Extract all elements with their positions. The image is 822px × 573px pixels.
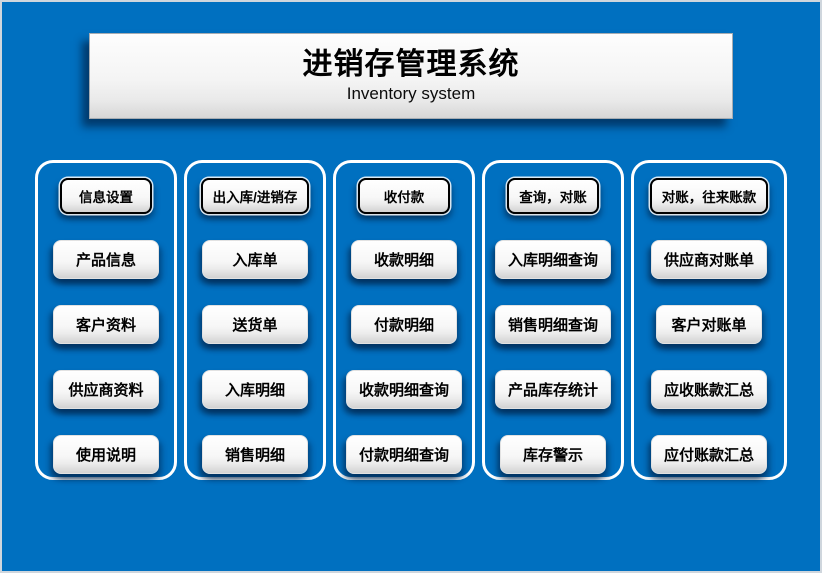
button-customer-statement[interactable]: 客户对账单 bbox=[656, 305, 762, 344]
app-title: 进销存管理系统 bbox=[302, 48, 520, 82]
button-receipt-detail-query[interactable]: 收款明细查询 bbox=[345, 370, 462, 409]
column-info-settings: 信息设置 产品信息 客户资料 供应商资料 使用说明 bbox=[35, 160, 177, 480]
column-warehouse-inout: 出入库/进销存 入库单 送货单 入库明细 销售明细 bbox=[184, 160, 326, 480]
button-supplier-statement[interactable]: 供应商对账单 bbox=[650, 240, 767, 279]
column-reconcile-accounts: 对账，往来账款 供应商对账单 客户对账单 应收账款汇总 应付账款汇总 bbox=[631, 160, 787, 480]
button-inbound-detail-query[interactable]: 入库明细查询 bbox=[494, 240, 611, 279]
button-payment-detail-query[interactable]: 付款明细查询 bbox=[345, 435, 462, 474]
button-supplier-data[interactable]: 供应商资料 bbox=[53, 370, 159, 409]
button-receipt-detail[interactable]: 收款明细 bbox=[351, 240, 457, 279]
column-header-query-reconcile[interactable]: 查询，对账 bbox=[507, 178, 599, 214]
title-banner: 进销存管理系统 Inventory system bbox=[89, 33, 733, 119]
button-product-stock-stats[interactable]: 产品库存统计 bbox=[494, 370, 611, 409]
column-header-payments[interactable]: 收付款 bbox=[358, 178, 450, 214]
button-user-guide[interactable]: 使用说明 bbox=[53, 435, 159, 474]
button-inbound-detail[interactable]: 入库明细 bbox=[202, 370, 308, 409]
button-stock-alert[interactable]: 库存警示 bbox=[500, 435, 606, 474]
menu-columns: 信息设置 产品信息 客户资料 供应商资料 使用说明 出入库/进销存 入库单 送货… bbox=[2, 160, 820, 480]
button-customer-data[interactable]: 客户资料 bbox=[53, 305, 159, 344]
column-payments: 收付款 收款明细 付款明细 收款明细查询 付款明细查询 bbox=[333, 160, 475, 480]
column-query-reconcile: 查询，对账 入库明细查询 销售明细查询 产品库存统计 库存警示 bbox=[482, 160, 624, 480]
button-inbound-order[interactable]: 入库单 bbox=[202, 240, 308, 279]
column-header-warehouse-inout[interactable]: 出入库/进销存 bbox=[200, 178, 310, 214]
column-header-info-settings[interactable]: 信息设置 bbox=[60, 178, 152, 214]
button-delivery-order[interactable]: 送货单 bbox=[202, 305, 308, 344]
app-subtitle: Inventory system bbox=[346, 84, 476, 104]
button-product-info[interactable]: 产品信息 bbox=[53, 240, 159, 279]
button-receivables-summary[interactable]: 应收账款汇总 bbox=[650, 370, 767, 409]
button-sales-detail-query[interactable]: 销售明细查询 bbox=[494, 305, 611, 344]
button-payment-detail[interactable]: 付款明细 bbox=[351, 305, 457, 344]
button-payables-summary[interactable]: 应付账款汇总 bbox=[650, 435, 767, 474]
column-header-reconcile-accounts[interactable]: 对账，往来账款 bbox=[649, 178, 769, 214]
button-sales-detail[interactable]: 销售明细 bbox=[202, 435, 308, 474]
